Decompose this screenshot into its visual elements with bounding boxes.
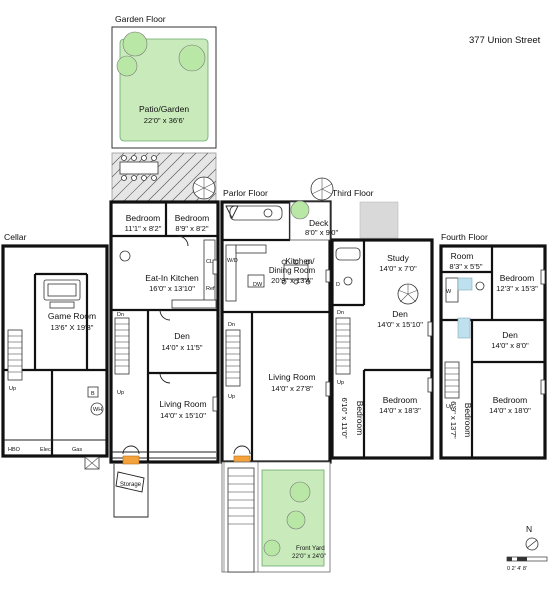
kitchen-p-label2: Dining Room [269, 266, 316, 275]
patio-garden: Patio/Garden 22'0" x 36'6' [111, 26, 217, 149]
kitchen-g-label: Eat-In Kitchen [145, 273, 199, 283]
bedroom-4a-label: Bedroom [500, 273, 535, 283]
compass-rose: N [525, 524, 539, 551]
marker-d-third: D [336, 282, 340, 288]
floor-title-third: Third Floor [332, 188, 374, 198]
game-room-dims: 13'6" X 19'3" [51, 323, 94, 332]
kitchen-p-label: Kitchen/ [286, 257, 316, 266]
patio-label: Patio/Garden [139, 104, 189, 114]
util-gas: Gas [72, 447, 82, 453]
front-yard-label: Front Yard [296, 545, 325, 552]
study-label: Study [387, 253, 409, 263]
bedroom-3b-label: Bedroom [355, 401, 365, 436]
game-room-label: Game Room [48, 311, 96, 321]
den-4-dims: 14'0" x 8'0" [491, 341, 529, 350]
kitchen-p-dims: 20'9" x 13'4" [271, 276, 313, 285]
deck-label: Deck [309, 218, 329, 228]
den-g-label: Den [174, 331, 190, 341]
marker-wh: WH [93, 407, 102, 413]
bedroom-g1-label: Bedroom [126, 213, 161, 223]
bedroom-4c-label: Bedroom [463, 403, 473, 438]
room-4-label: Room [451, 251, 474, 261]
patio-dims: 22'0" x 36'6' [144, 116, 185, 125]
floor-title-parlor: Parlor Floor [223, 188, 268, 198]
marker-wd: W/D [227, 258, 238, 264]
marker-dn-parlor: Dn [228, 322, 235, 328]
marker-up-third: Up [337, 380, 344, 386]
scale-label: 0 2' 4' 8' [507, 566, 527, 572]
marker-up-cellar: Up [9, 386, 16, 392]
bedroom-3a-dims: 14'0" x 18'3" [379, 406, 421, 415]
bedroom-g2-dims: 8'9" x 8'2" [175, 224, 209, 233]
third-floor-plan: D Dn Up Study 14'0" x 7'0" Den 14'0" x 1… [330, 201, 434, 460]
util-hbo: HBO [8, 447, 21, 453]
util-elec: Elec [40, 447, 51, 453]
parlor-floor-plan: DW W/D Dn Up Kitchen/ Dining Room 20'9" … [220, 200, 332, 465]
den-4-label: Den [502, 330, 518, 340]
bedroom-3a-label: Bedroom [383, 395, 418, 405]
marker-dw: DW [253, 282, 263, 288]
fourth-floor-plan: W Up Room 8'3" x 5'5" Bedroom 12'3" x 15… [439, 244, 547, 460]
living-p-dims: 14'0" x 27'8" [271, 384, 313, 393]
parlor-deck: Deck 8'0" x 9'0" [289, 177, 339, 241]
address-title: 377 Union Street [469, 35, 541, 46]
marker-up-garden: Up [117, 390, 124, 396]
room-4-dims: 8'3" x 5'5" [449, 262, 483, 271]
marker-w-fourth: W [446, 289, 452, 295]
bedroom-3b-dims: 6'10" x 11'0" [340, 397, 349, 438]
den-g-dims: 14'0" x 11'5" [161, 343, 202, 352]
front-yard-dims: 22'0" x 24'0" [292, 553, 326, 560]
bedroom-4b-label: Bedroom [493, 395, 528, 405]
storage-area: Storage [113, 464, 149, 518]
marker-b: B [91, 391, 95, 397]
kitchen-g-dims: 16'0" x 13'10" [149, 284, 195, 293]
north-label: N [526, 524, 532, 534]
living-g-label: Living Room [159, 399, 206, 409]
marker-up-parlor: Up [228, 394, 235, 400]
bedroom-4a-dims: 12'3" x 15'3" [496, 284, 538, 293]
marker-up-fourth: Up [446, 404, 453, 410]
den-3-label: Den [392, 309, 408, 319]
cellar-plan: HBO Elec Gas B WH Up Game Room 13'6" X 1… [1, 244, 109, 470]
den-3-dims: 14'0" x 15'10" [377, 320, 423, 329]
front-yard: Front Yard 22'0" x 24'0" [221, 461, 331, 573]
bedroom-g2-label: Bedroom [175, 213, 210, 223]
bedroom-4b-dims: 14'0" x 18'0" [489, 406, 531, 415]
floor-title-cellar: Cellar [4, 232, 27, 242]
living-g-dims: 14'0" x 15'10" [160, 411, 206, 420]
marker-cl: CL [206, 259, 213, 265]
study-dims: 14'0" x 7'0" [379, 264, 417, 273]
bedroom-4c-dims: 6'9" x 13'7" [449, 401, 458, 439]
scale-bar: 0 2' 4' 8' [506, 556, 548, 572]
storage-label: Storage [120, 482, 142, 488]
garden-floor-plan: CL Ref Dn Up Bedroom 11'1" x 8'2" Bedroo… [109, 200, 220, 465]
floor-title-garden: Garden Floor [115, 14, 166, 24]
marker-ref: Ref [206, 286, 215, 292]
floor-title-fourth: Fourth Floor [441, 232, 488, 242]
bedroom-g1-dims: 11'1" x 8'2" [125, 224, 162, 233]
marker-dn-garden: Dn [117, 312, 124, 318]
marker-dn-third: Dn [337, 310, 344, 316]
deck-dims: 8'0" x 9'0" [305, 228, 339, 237]
living-p-label: Living Room [268, 372, 315, 382]
garden-deck [111, 152, 217, 202]
